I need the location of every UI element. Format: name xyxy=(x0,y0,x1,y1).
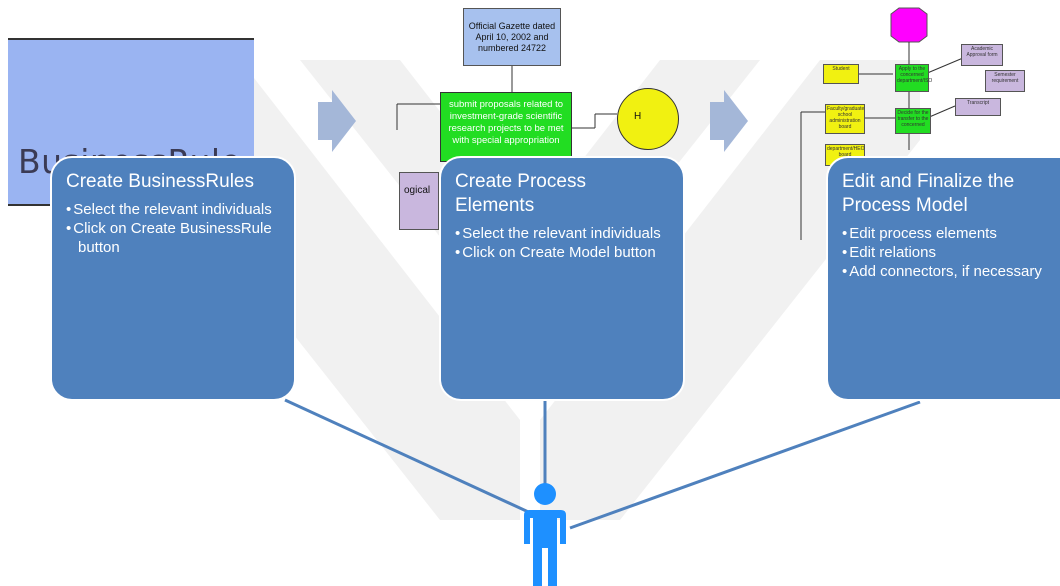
document-fragment: ogical xyxy=(399,172,439,230)
step-card-create-process-elements: Create Process Elements Select the relev… xyxy=(439,156,685,401)
step-bullet: Add connectors, if necessary xyxy=(842,262,1046,281)
decide-box: Decide for the transfer to the concerned xyxy=(895,108,931,134)
step-card-edit-finalize: Edit and Finalize the Process Model Edit… xyxy=(826,156,1060,401)
step-bullets: Select the relevant individuals Click on… xyxy=(455,224,669,262)
process-elements-screenshot: Official Gazette dated April 10, 2002 an… xyxy=(385,0,679,250)
step-bullet: Click on Create BusinessRule button xyxy=(66,219,280,257)
academic-doc: Academic Approval form xyxy=(961,44,1003,66)
arrow-2-icon xyxy=(710,90,748,152)
step-bullets: Select the relevant individuals Click on… xyxy=(66,200,280,257)
arrow-1-icon xyxy=(318,90,356,152)
process-model-lines xyxy=(800,7,964,240)
step-bullet: Edit process elements xyxy=(842,224,1046,243)
step-title: Edit and Finalize the Process Model xyxy=(842,171,1015,216)
step-title: Create BusinessRules xyxy=(66,171,254,192)
event-disk-label: H xyxy=(634,111,642,122)
process-model-screenshot: Student Apply to the concerned departmen… xyxy=(795,0,1060,260)
activity-box: submit proposals related to investment-g… xyxy=(440,92,572,162)
step-bullet: Select the relevant individuals xyxy=(455,224,669,243)
process-elements-lines xyxy=(396,66,617,130)
step-bullet: Click on Create Model button xyxy=(455,243,669,262)
step-card-create-businessrules: Create BusinessRules Select the relevant… xyxy=(50,156,296,401)
person-icon xyxy=(524,483,566,586)
step-bullet: Edit relations xyxy=(842,243,1046,262)
step-bullet: Select the relevant individuals xyxy=(66,200,280,219)
step-bullets: Edit process elements Edit relations Add… xyxy=(842,224,1046,281)
gazette-box: Official Gazette dated April 10, 2002 an… xyxy=(463,8,561,66)
step-title: Create Process Elements xyxy=(455,171,586,216)
event-disk: H xyxy=(617,88,679,150)
semester-doc: Semester requirement xyxy=(985,70,1025,92)
transcript-doc: Transcript xyxy=(955,98,1001,116)
apply-box: Apply to the concerned department/ISO xyxy=(895,64,932,92)
faculty-box: Faculty/graduate school administration b… xyxy=(825,104,865,134)
student-box: Student xyxy=(823,64,859,84)
